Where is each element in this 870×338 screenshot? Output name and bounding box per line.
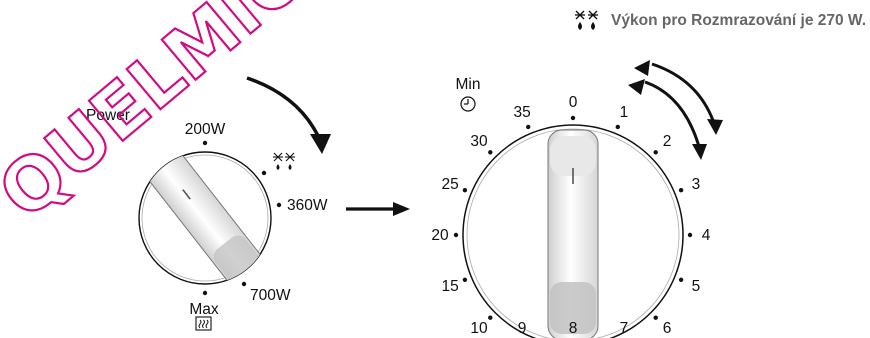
timer-tick-dot (615, 124, 620, 130)
power-label-700w: 700W (250, 287, 291, 304)
timer-tick-label: 6 (663, 320, 672, 337)
timer-tick-label: 9 (518, 320, 527, 337)
power-label-200w: 200W (185, 121, 226, 138)
power-dot-700w (241, 281, 247, 287)
timer-tick-label: 35 (513, 104, 530, 121)
transition-arrow (346, 202, 410, 216)
timer-tick-dot (488, 150, 493, 155)
timer-tick-label: 8 (569, 320, 578, 337)
clock-icon (460, 96, 476, 112)
timer-tick-label: 15 (441, 278, 458, 295)
timer-tick-label: 4 (702, 227, 711, 244)
timer-tick-dot (653, 315, 658, 320)
timer-tick-dot (462, 277, 468, 282)
timer-tick-dot (526, 124, 531, 130)
timer-title: Min (456, 76, 481, 93)
power-label-360w: 360W (287, 197, 328, 214)
timer-tick-label: 20 (431, 227, 449, 244)
timer-tick-dot (678, 188, 684, 193)
timer-rotation-arrow-outer (651, 62, 717, 127)
timer-dial: Min 0 1 2 3 4 5 6 7 8 9 10 15 20 25 30 35 (431, 60, 723, 338)
power-dot-360w (276, 202, 282, 208)
power-dot-defrost (261, 170, 267, 176)
timer-tick-dot (687, 232, 693, 238)
timer-tick-label: 25 (441, 176, 458, 193)
power-label-max: Max (189, 301, 219, 318)
timer-tick-dot (453, 232, 459, 238)
power-title: Power (86, 107, 130, 124)
timer-tick-label: 5 (692, 278, 701, 295)
power-rotation-arrow (246, 76, 322, 141)
timer-tick-label: 0 (569, 94, 578, 111)
defrost-icon (273, 152, 295, 170)
timer-rotation-arrow-inner (644, 80, 702, 151)
defrost-power-text: Výkon pro Rozmrazování je 270 W. (611, 12, 866, 29)
timer-tick-label: 3 (692, 176, 701, 193)
timer-ticks: 0 1 2 3 4 5 6 7 8 9 10 15 20 25 30 35 (431, 94, 711, 337)
timer-tick-label: 30 (470, 133, 488, 150)
power-dot-200w (202, 140, 208, 146)
timer-tick-label: 7 (620, 320, 629, 337)
timer-tick-dot (570, 115, 576, 121)
timer-tick-dot (678, 277, 684, 282)
defrost-icon (573, 9, 603, 33)
timer-tick-label: 10 (470, 320, 488, 337)
timer-tick-label: 1 (620, 104, 629, 121)
defrost-power-note: Výkon pro Rozmrazování je 270 W. (500, 9, 866, 33)
timer-tick-dot (488, 315, 493, 320)
power-rotation-arrowhead (310, 134, 331, 154)
timer-tick-label: 2 (663, 133, 672, 150)
microwave-icon (195, 316, 212, 331)
timer-tick-dot (653, 150, 658, 155)
timer-knob-handle (547, 129, 599, 338)
power-dot-max (202, 290, 208, 296)
timer-tick-dot (462, 188, 468, 193)
